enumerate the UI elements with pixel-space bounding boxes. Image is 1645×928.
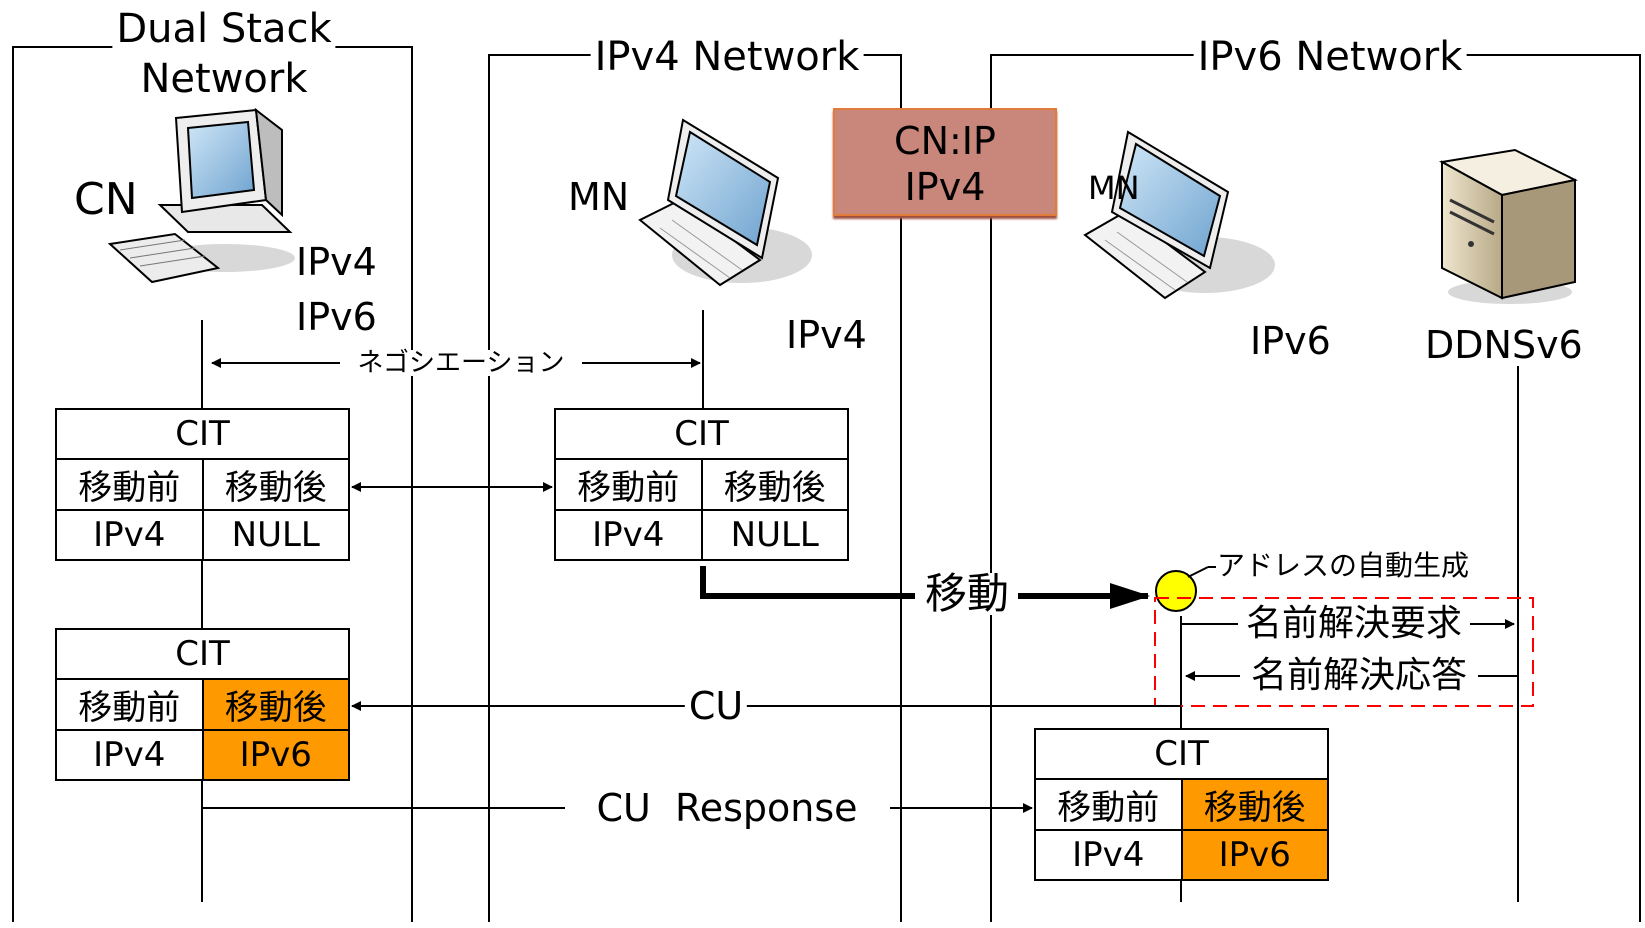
- ddns-label: DDNSv6: [1425, 323, 1583, 367]
- cit-value-before: IPv4: [55, 509, 204, 561]
- zone-title-dual-stack: Dual Stack Network: [112, 4, 336, 104]
- cit-table-cn-after: CIT 移動前 移動後 IPv4 IPv6: [55, 628, 350, 781]
- cit-header-before: 移動前: [55, 458, 204, 511]
- cit-title: CIT: [55, 408, 350, 460]
- cit-table-cn-before: CIT 移動前 移動後 IPv4 NULL: [55, 408, 350, 561]
- cit-title: CIT: [55, 628, 350, 680]
- cit-title: CIT: [554, 408, 849, 460]
- cit-header-before: 移動前: [554, 458, 703, 511]
- cu-response-label: CU Response: [592, 789, 862, 827]
- resolve-request-label: 名前解決要求: [1241, 606, 1467, 642]
- cit-header-before: 移動前: [1034, 778, 1183, 831]
- cu-label: CU: [684, 687, 748, 725]
- cit-value-after: NULL: [700, 509, 849, 561]
- cit-value-after: IPv6: [1180, 829, 1329, 881]
- cn-ip-badge: CN:IP IPv4: [833, 108, 1057, 216]
- cit-table-mn-after: CIT 移動前 移動後 IPv4 IPv6: [1034, 728, 1329, 881]
- cit-header-after: 移動後: [201, 678, 350, 731]
- cit-header-after: 移動後: [201, 458, 350, 511]
- cit-header-after: 移動後: [700, 458, 849, 511]
- server-icon: [1438, 148, 1579, 304]
- cn-addr-ipv4: IPv4: [296, 240, 377, 284]
- laptop-icon: [638, 118, 812, 287]
- mn-v4-label: MN: [568, 175, 630, 219]
- cit-value-before: IPv4: [1034, 829, 1183, 881]
- cit-title: CIT: [1034, 728, 1329, 780]
- auto-address-label: アドレスの自動生成: [1217, 549, 1470, 582]
- cn-addr-ipv6: IPv6: [296, 295, 377, 339]
- cit-value-after: NULL: [201, 509, 350, 561]
- cit-value-after: IPv6: [201, 729, 350, 781]
- move-arrow: [700, 566, 1150, 609]
- laptop-icon: [1083, 130, 1275, 300]
- cit-header-after: 移動後: [1180, 778, 1329, 831]
- move-label: 移動: [920, 573, 1014, 615]
- cit-header-before: 移動前: [55, 678, 204, 731]
- zone-frame-ipv6: [990, 54, 1641, 922]
- cit-value-before: IPv4: [55, 729, 204, 781]
- zone-frame-dual-stack: [12, 46, 413, 922]
- zone-title-ipv6: IPv6 Network: [1193, 32, 1467, 82]
- negotiation-label: ネゴシエーション: [353, 350, 569, 376]
- name-resolution-box: [1154, 597, 1534, 707]
- cit-table-mn-before: CIT 移動前 移動後 IPv4 NULL: [554, 408, 849, 561]
- resolve-response-label: 名前解決応答: [1246, 658, 1472, 694]
- mn-v6-label: MN: [1088, 169, 1140, 207]
- mn-v6-addr: IPv6: [1250, 319, 1331, 363]
- desktop-computer-icon: [107, 107, 295, 284]
- zone-title-ipv4: IPv4 Network: [590, 32, 864, 82]
- auto-address-leader: [1187, 566, 1209, 578]
- auto-address-marker: [1155, 570, 1197, 612]
- mn-v4-addr: IPv4: [786, 313, 867, 357]
- cn-label: CN: [74, 174, 138, 225]
- zone-frame-ipv4: [488, 54, 902, 922]
- cit-value-before: IPv4: [554, 509, 703, 561]
